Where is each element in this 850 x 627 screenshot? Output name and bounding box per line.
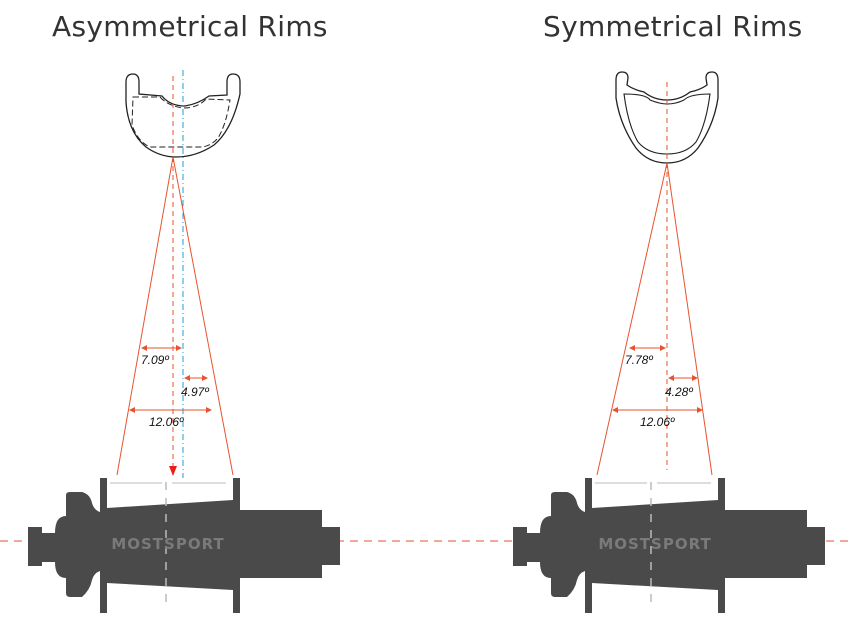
angle-left-label: 7.78º (625, 353, 653, 367)
spoke-line-left (116, 156, 174, 476)
spoke-line-right (172, 156, 234, 476)
angle-total-label: 12.06º (640, 415, 675, 429)
spoke-line-right (666, 162, 713, 476)
angle-total-label: 12.06º (149, 415, 184, 429)
angle-left-label: 7.09º (141, 353, 169, 367)
spoke-line-left (596, 162, 668, 476)
title-symmetrical-rims: Symmetrical Rims (543, 10, 803, 43)
symmetrical-rim-profile (615, 71, 719, 164)
watermark-right: MOSTSPORT (598, 535, 711, 553)
asymmetrical-rim-profile (125, 73, 241, 158)
down-arrow-icon (169, 466, 177, 476)
symmetrical-rim-group: 7.78º 4.28º 12.06º MOSTSPORT (512, 71, 826, 614)
watermark-left: MOSTSPORT (111, 535, 224, 553)
title-asymmetrical-rims: Asymmetrical Rims (52, 10, 328, 43)
angle-right-label: 4.97º (181, 385, 209, 399)
angle-right-label: 4.28º (665, 385, 693, 399)
asymmetrical-rim-group: 7.09º 4.97º 12.06º MOSTSPORT (27, 70, 341, 614)
